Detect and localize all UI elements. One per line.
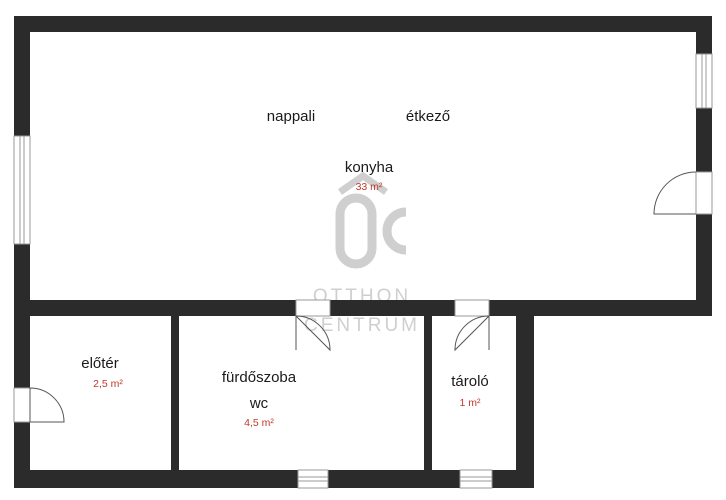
door-opening-storage [454, 299, 490, 317]
watermark-line2: CENTRUM [304, 315, 420, 336]
wall-middle [14, 300, 712, 316]
wall-partition-1 [171, 316, 179, 474]
room-label-furdoszoba: fürdőszoba [221, 369, 297, 386]
room-area-konyha: 33 m² [355, 181, 383, 193]
window-right [695, 53, 713, 109]
room-label-wc: wc [249, 395, 269, 412]
door-entrance-swing [29, 387, 65, 423]
wall-right-lower [516, 300, 534, 488]
door-bath-swing [295, 315, 331, 352]
room-area-eloter: 2,5 m² [93, 378, 123, 390]
room-area-wc: 4,5 m² [244, 417, 274, 429]
room-label-tarolo: tároló [451, 373, 489, 390]
wall-bottom [14, 470, 534, 488]
watermark-letter-o [335, 193, 377, 269]
window-bottom-bath [297, 469, 329, 489]
room-label-konyha: konyha [344, 159, 394, 176]
door-opening-entrance [13, 387, 31, 423]
watermark-logo [335, 171, 407, 269]
window-bottom-storage [459, 469, 493, 489]
walls [14, 16, 712, 488]
room-label-eloter: előtér [81, 355, 119, 372]
wall-top [14, 16, 712, 32]
wall-partition-2 [424, 316, 432, 474]
door-opening-right [695, 171, 713, 215]
room-label-etkezo: étkező [405, 108, 451, 125]
door-storage-swing [454, 315, 490, 352]
windows [13, 53, 713, 489]
window-left-upper [13, 135, 31, 245]
wall-left [14, 16, 30, 488]
door-opening-bath [295, 299, 331, 317]
door-swings [29, 171, 697, 423]
watermark-roof [338, 171, 388, 195]
room-area-tarolo: 1 m² [459, 397, 481, 409]
door-right-swing [653, 171, 697, 215]
room-label-nappali: nappali [266, 108, 316, 125]
watermark-letter-c [382, 207, 407, 255]
